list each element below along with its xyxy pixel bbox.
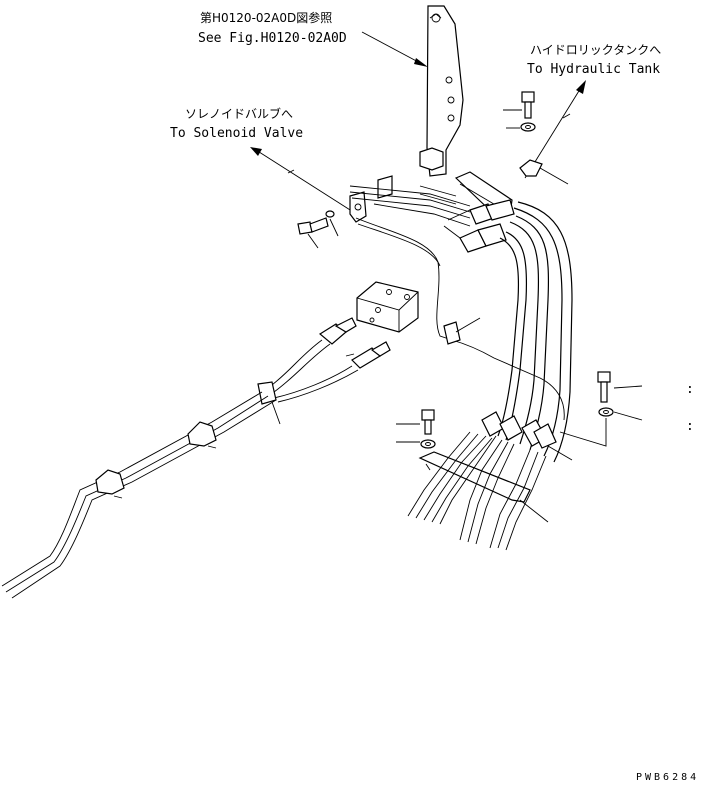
lower-plate-clamp (418, 445, 573, 523)
fig-ref-label-en: See Fig.H0120-02A0D (198, 31, 347, 46)
mounting-bracket (419, 5, 464, 177)
hydraulic-tank-label-jp: ハイドロリックタンクへ (530, 43, 661, 57)
sensor-connectors (318, 317, 391, 369)
bolt-lower-left (396, 409, 436, 449)
wire-loop (355, 217, 565, 421)
drawing-code: PWB6284 (636, 772, 699, 783)
fig-ref-label-jp: 第H0120-02A0D図参照 (200, 10, 332, 25)
lower-wire-bundle (407, 431, 547, 551)
solenoid-valve-label-en: To Solenoid Valve (170, 126, 303, 141)
solenoid-valve-label-jp: ソレノイドバルブへ (185, 106, 293, 121)
hose-fittings (443, 199, 515, 253)
colon-mark-1: : (686, 382, 694, 397)
bolt-right (559, 371, 643, 447)
hydraulic-hoses (481, 201, 573, 463)
clamp-bracket-upper (349, 175, 393, 223)
colon-mark-2: : (686, 419, 694, 434)
bolt-upper-right (503, 91, 536, 132)
hydraulic-tank-label-en: To Hydraulic Tank (527, 62, 660, 77)
bolt-left (297, 210, 339, 249)
wire-harness-left (1, 339, 359, 599)
hose-clamp-top (519, 159, 569, 185)
connector-block (356, 281, 419, 333)
fig-ref-leader (361, 31, 428, 67)
solenoid-valve-arrow (250, 147, 359, 216)
